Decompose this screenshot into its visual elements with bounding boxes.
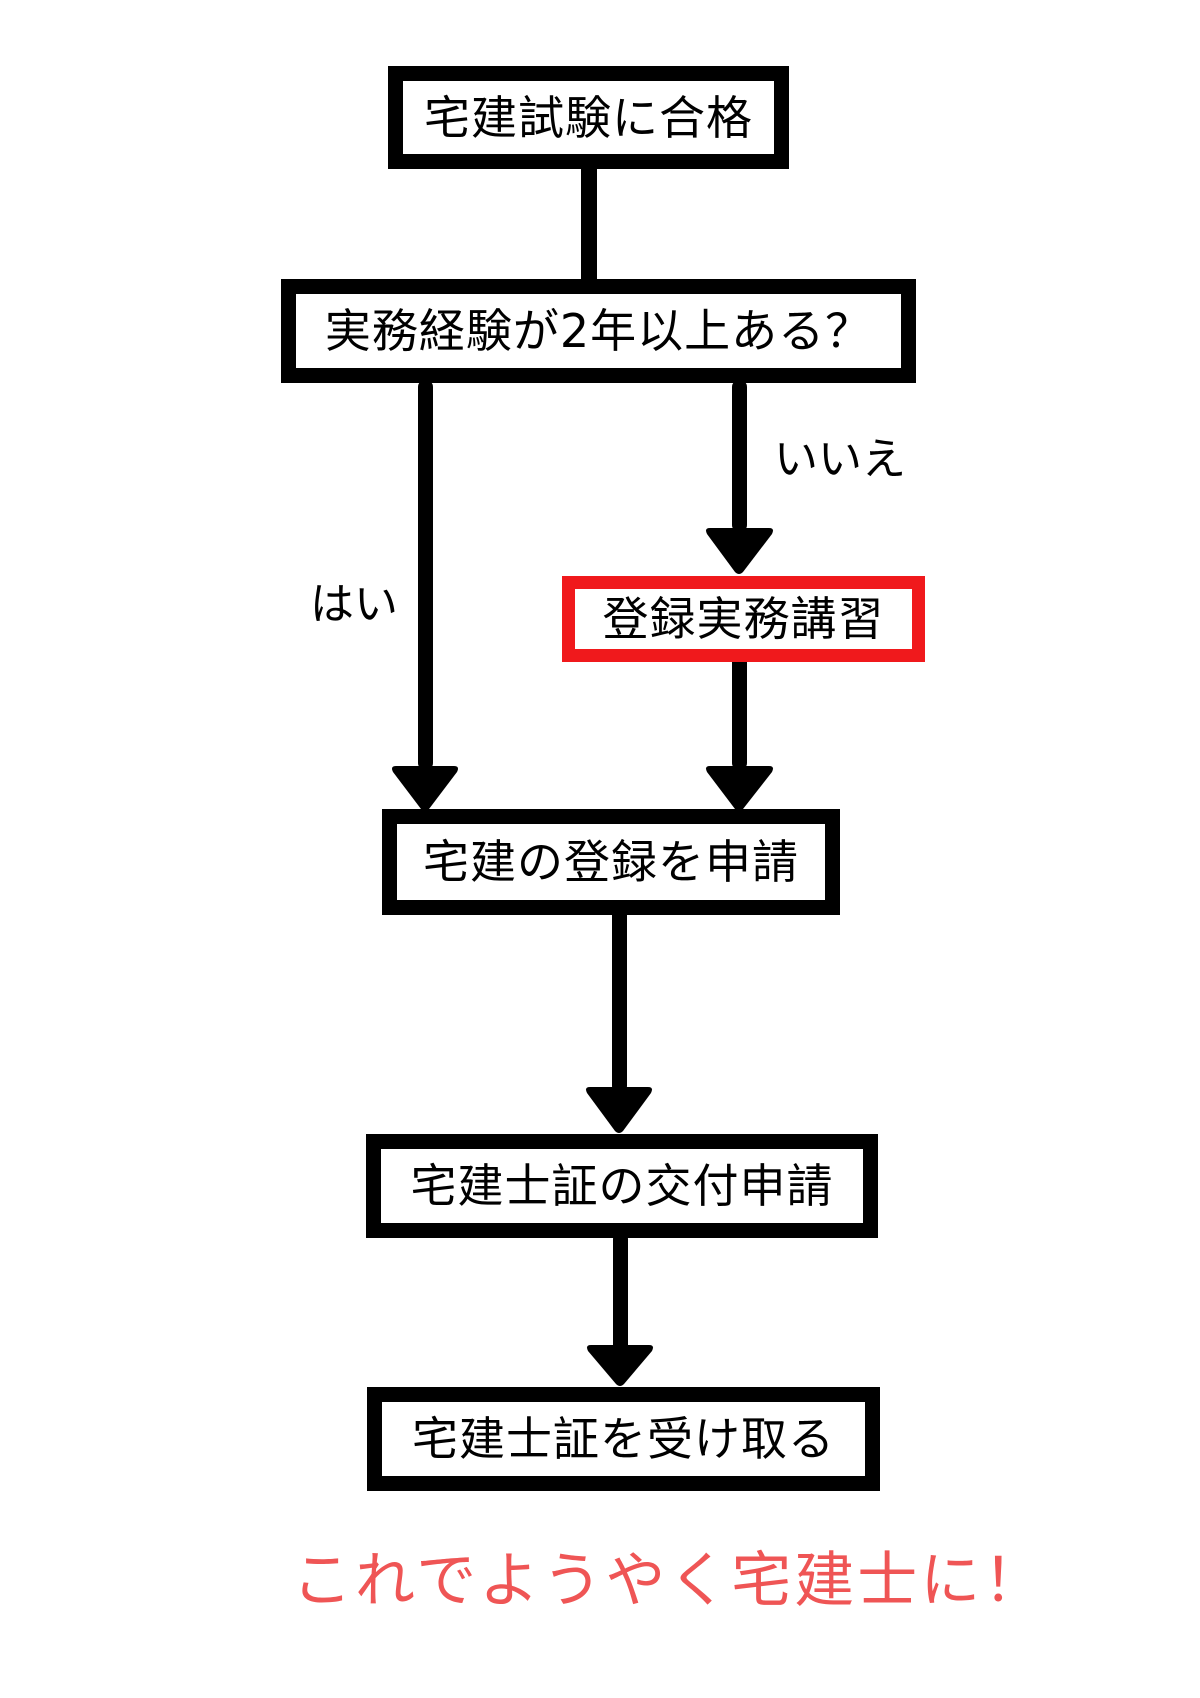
connector-line-exam-to-question [581,165,597,283]
connector-line-training-to-registration [732,655,747,770]
branch-label-no: いいえ [774,434,906,485]
node-experience-question: 実務経験が2年以上ある？ [281,279,916,383]
node-apply-certificate: 宅建士証の交付申請 [366,1134,878,1238]
node-label: 宅建士証の交付申請 [410,1159,834,1213]
arrowhead-training [706,766,773,811]
node-apply-registration: 宅建の登録を申請 [382,809,840,915]
node-registration-training: 登録実務講習 [562,576,925,662]
arrowhead-no [706,528,773,574]
connector-line-registration-to-certificate [612,905,627,1093]
node-pass-exam: 宅建試験に合格 [388,66,789,169]
arrowhead-yes [392,766,458,811]
arrowhead-receive [587,1345,653,1386]
arrowhead-certificate-application [586,1087,652,1133]
node-receive-certificate: 宅建士証を受け取る [367,1387,880,1491]
node-label: 宅建士証を受け取る [412,1412,835,1466]
node-label: 登録実務講習 [602,592,885,646]
node-label: 宅建の登録を申請 [423,835,799,889]
node-label: 宅建試験に合格 [424,90,753,145]
branch-label-yes: はい [310,579,398,630]
closing-message: これでようやく宅建士に！ [292,1546,1047,1616]
connector-line-yes [418,380,433,770]
connector-line-certificate-to-receive [613,1232,628,1352]
connector-line-no [732,380,747,532]
node-label: 実務経験が2年以上ある？ [324,304,873,358]
